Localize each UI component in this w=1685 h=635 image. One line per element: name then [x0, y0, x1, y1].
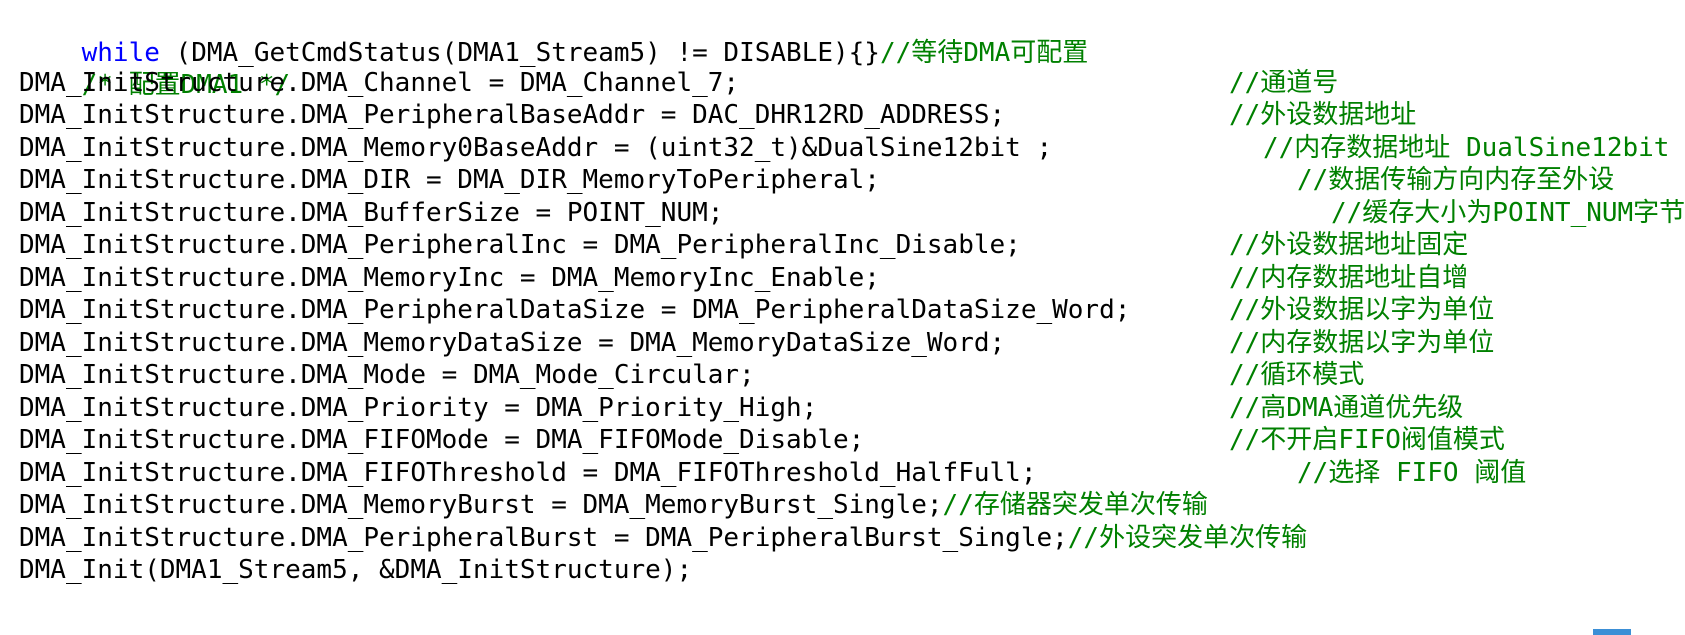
- scrollbar-thumb[interactable]: [1593, 629, 1631, 635]
- code-comment: //外设数据以字为单位: [1229, 295, 1495, 325]
- code-text: DMA_InitStructure.DMA_Memory0BaseAddr = …: [19, 133, 1053, 163]
- code-line[interactable]: while (DMA_GetCmdStatus(DMA1_Stream5) !=…: [19, 2, 1089, 68]
- code-comment: //缓存大小为POINT_NUM字节: [1331, 198, 1685, 228]
- keyword: while: [81, 38, 160, 68]
- code-text: DMA_InitStructure.DMA_FIFOThreshold = DM…: [19, 458, 1037, 488]
- code-text: DMA_InitStructure.DMA_MemoryBurst = DMA_…: [19, 490, 943, 520]
- code-comment: //内存数据以字为单位: [1229, 328, 1495, 358]
- code-text: DMA_InitStructure.DMA_MemoryInc = DMA_Me…: [19, 263, 880, 293]
- code-line[interactable]: DMA_InitStructure.DMA_Mode = DMA_Mode_Ci…: [19, 358, 755, 392]
- code-line[interactable]: DMA_InitStructure.DMA_Memory0BaseAddr = …: [19, 131, 1052, 165]
- code-line[interactable]: DMA_InitStructure.DMA_Priority = DMA_Pri…: [19, 391, 817, 425]
- code-line[interactable]: DMA_InitStructure.DMA_MemoryBurst = DMA_…: [19, 488, 1208, 522]
- code-line[interactable]: DMA_InitStructure.DMA_MemoryDataSize = D…: [19, 326, 1005, 360]
- code-comment: //不开启FIFO阀值模式: [1229, 425, 1505, 455]
- code-line[interactable]: DMA_InitStructure.DMA_PeripheralDataSize…: [19, 293, 1130, 327]
- code-line[interactable]: DMA_Init(DMA1_Stream5, &DMA_InitStructur…: [19, 553, 692, 587]
- code-comment: //数据传输方向内存至外设: [1297, 165, 1615, 195]
- code-line[interactable]: DMA_InitStructure.DMA_PeripheralBaseAddr…: [19, 98, 1005, 132]
- code-text: DMA_InitStructure.DMA_PeripheralDataSize…: [19, 295, 1131, 325]
- code-line[interactable]: DMA_InitStructure.DMA_FIFOMode = DMA_FIF…: [19, 423, 864, 457]
- code-text: DMA_InitStructure.DMA_PeripheralInc = DM…: [19, 230, 1021, 260]
- code-text: DMA_InitStructure.DMA_MemoryDataSize = D…: [19, 328, 1006, 358]
- code-line[interactable]: DMA_InitStructure.DMA_BufferSize = POINT…: [19, 196, 723, 230]
- code-comment: //内存数据地址自增: [1229, 263, 1469, 293]
- code-comment: //通道号: [1229, 68, 1339, 98]
- code-line[interactable]: DMA_InitStructure.DMA_Channel = DMA_Chan…: [19, 66, 739, 100]
- code-comment: //选择 FIFO 阈值: [1297, 458, 1527, 488]
- code-comment: //外设数据地址: [1229, 100, 1417, 130]
- code-text: DMA_InitStructure.DMA_PeripheralBaseAddr…: [19, 100, 1006, 130]
- code-text: DMA_InitStructure.DMA_Priority = DMA_Pri…: [19, 393, 818, 423]
- code-text: (DMA_GetCmdStatus(DMA1_Stream5) != DISAB…: [159, 38, 880, 68]
- code-text: DMA_InitStructure.DMA_Channel = DMA_Chan…: [19, 68, 740, 98]
- code-line[interactable]: DMA_InitStructure.DMA_FIFOThreshold = DM…: [19, 456, 1036, 490]
- code-comment: //外设突发单次传输: [1067, 523, 1308, 553]
- code-text: DMA_Init(DMA1_Stream5, &DMA_InitStructur…: [19, 555, 693, 585]
- code-line[interactable]: DMA_InitStructure.DMA_MemoryInc = DMA_Me…: [19, 261, 880, 295]
- code-line[interactable]: /* 配置DMA1 */: [19, 34, 291, 100]
- code-comment: //内存数据地址 DualSine12bit: [1263, 133, 1670, 163]
- code-comment: //外设数据地址固定: [1229, 230, 1469, 260]
- code-text: DMA_InitStructure.DMA_BufferSize = POINT…: [19, 198, 724, 228]
- code-text: DMA_InitStructure.DMA_Mode = DMA_Mode_Ci…: [19, 360, 755, 390]
- code-comment: //等待DMA可配置: [879, 38, 1089, 68]
- code-text: DMA_InitStructure.DMA_PeripheralBurst = …: [19, 523, 1068, 553]
- code-line[interactable]: DMA_InitStructure.DMA_PeripheralBurst = …: [19, 521, 1307, 555]
- code-text: DMA_InitStructure.DMA_FIFOMode = DMA_FIF…: [19, 425, 865, 455]
- code-line[interactable]: DMA_InitStructure.DMA_PeripheralInc = DM…: [19, 228, 1021, 262]
- code-comment: //高DMA通道优先级: [1229, 393, 1464, 423]
- code-line[interactable]: DMA_InitStructure.DMA_DIR = DMA_DIR_Memo…: [19, 163, 880, 197]
- code-text: DMA_InitStructure.DMA_DIR = DMA_DIR_Memo…: [19, 165, 880, 195]
- code-comment: //存储器突发单次传输: [942, 490, 1208, 520]
- code-comment: //循环模式: [1229, 360, 1365, 390]
- code-comment: /* 配置DMA1 */: [81, 70, 291, 100]
